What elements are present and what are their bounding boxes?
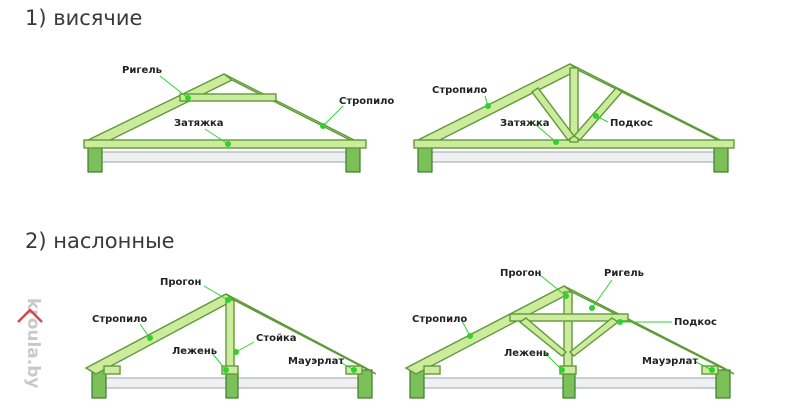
label-lezhen: Лежень [504,348,549,359]
sleeper [221,365,239,375]
ceiling-board [427,151,727,163]
label-stropilo: Стропило [339,96,394,107]
rafter-left [412,63,580,149]
rafter-right [563,285,735,375]
collar-beam [179,93,277,102]
label-rigel: Ригель [604,268,644,279]
label-lezhen: Лежень [172,346,217,357]
strut-left [530,87,576,141]
wall-right [713,145,729,173]
strut-left [518,317,568,357]
label-stropilo: Стропило [432,85,487,96]
strut-right [568,317,620,357]
post [563,291,573,373]
label-progon: Прогон [500,268,541,279]
king-post [569,67,579,143]
rafter-left [404,285,574,375]
label-podkos: Подкос [674,317,717,328]
label-stoyka: Стойка [256,333,297,344]
heading-layered-rafters: 2) наслонные [25,229,175,253]
rafter-right [223,73,367,149]
label-podkos: Подкос [610,118,653,129]
diagram-layered-post: Прогон Стропило Стойка Лежень Мауэрлат [84,277,377,399]
wall-left [417,145,433,173]
heading-hanging-rafters: 1) висячие [25,6,143,30]
wall-middle [562,371,576,399]
wall-right [715,369,731,399]
wall-plate-left [423,365,441,375]
watermark-logo: kroula.by [23,298,43,388]
wall-middle [225,371,239,399]
wall-right [345,145,361,173]
diagram-hanging-struts: Стропило Затяжка Подкос [412,63,735,173]
label-mauerlat: Мауэрлат [288,356,344,367]
wall-plate-left [103,365,121,375]
rafter-left [84,293,236,375]
label-stropilo: Стропило [412,314,467,325]
diagram-hanging-rigel: Ригель Стропило Затяжка [82,65,394,173]
rafter-right [569,63,735,149]
post [225,299,235,373]
label-progon: Прогон [160,277,201,288]
watermark-roof-icon [17,308,43,323]
label-mauerlat: Мауэрлат [642,356,698,367]
collar-beam [509,313,629,322]
diagram-layered-post-struts: Прогон Ригель Стропило Подкос Лежень Мау… [404,268,735,399]
ceiling-board [99,151,359,163]
wall-left [87,145,103,173]
label-rigel: Ригель [122,65,162,76]
label-zatyazhka: Затяжка [174,118,224,129]
label-zatyazhka: Затяжка [500,118,550,129]
wall-right [357,369,373,399]
rafter-left [82,73,234,149]
rafter-right [225,293,377,375]
label-stropilo: Стропило [92,314,147,325]
